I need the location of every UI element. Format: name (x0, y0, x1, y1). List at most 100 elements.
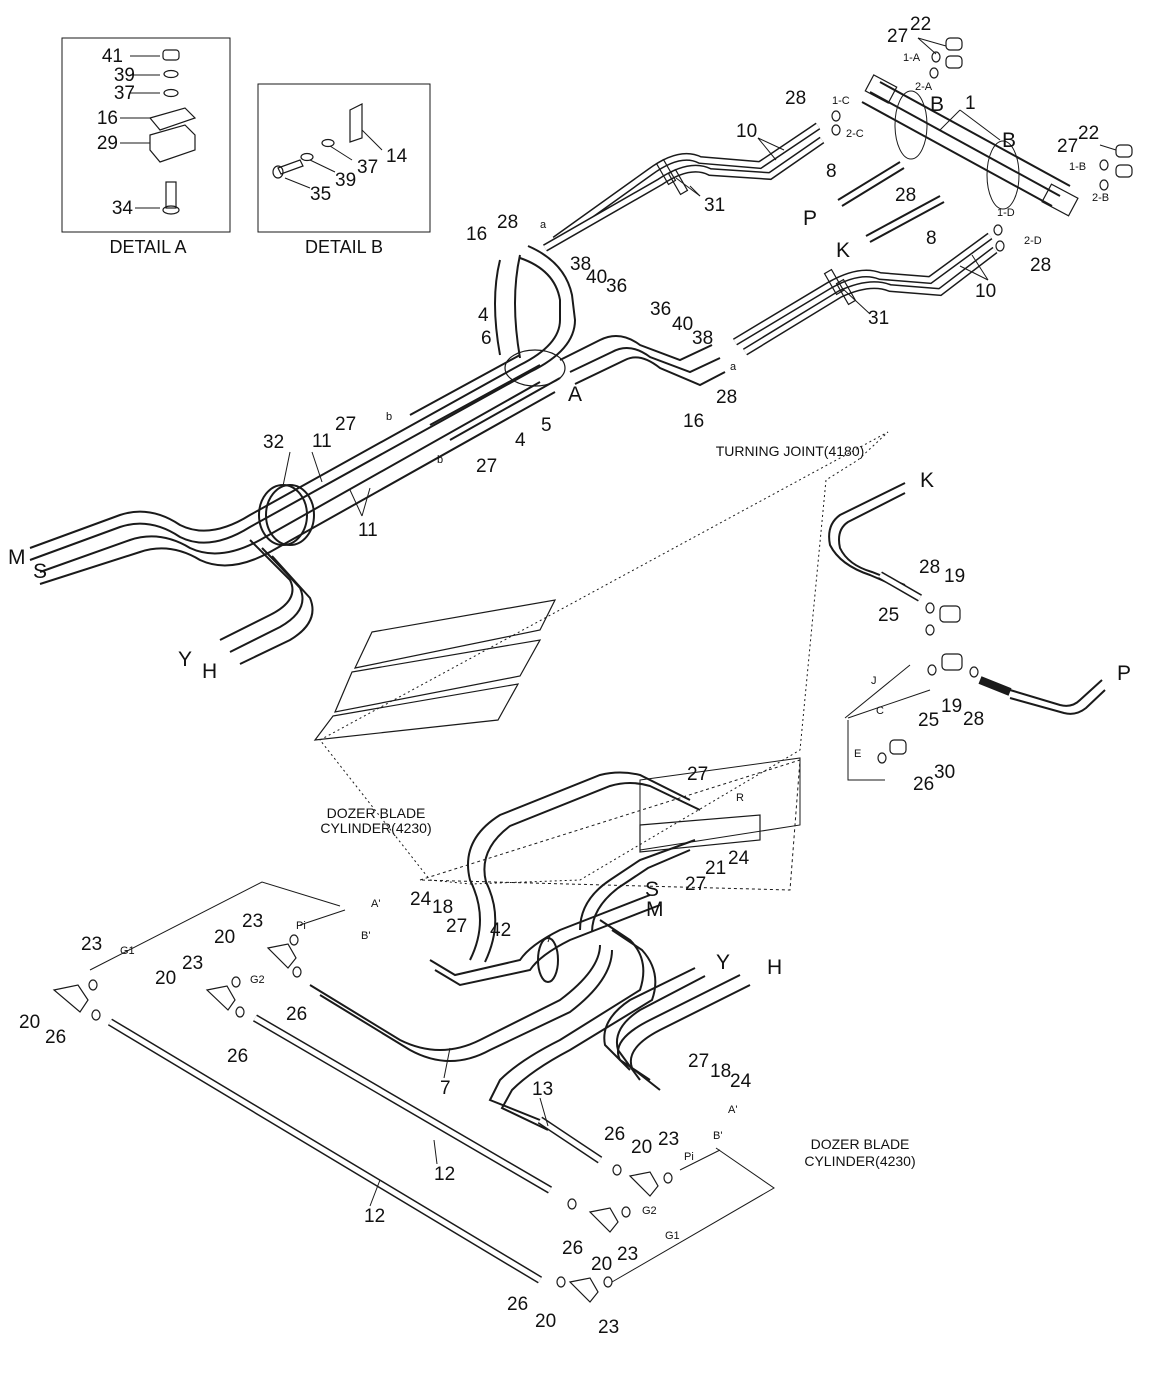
port-label: 2-D (1024, 235, 1042, 247)
detail-b-title: DETAIL B (305, 237, 383, 257)
detail-a-title: DETAIL A (109, 237, 186, 257)
part-number: 13 (532, 1079, 553, 1100)
detail-b-part-3: 35 (310, 184, 331, 205)
letter-label: H (202, 660, 217, 683)
part-number: 30 (934, 762, 955, 783)
letter-label: S (33, 560, 47, 583)
port-label: C (876, 705, 884, 717)
part-number: 26 (227, 1046, 248, 1067)
part-number: 25 (878, 605, 899, 626)
detail-a-box (61, 37, 231, 233)
letter-label: A (568, 383, 582, 406)
detail-b-part-1: 37 (357, 157, 378, 178)
part-number: 38 (570, 254, 591, 275)
part-number: 31 (704, 195, 725, 216)
part-number: 12 (434, 1164, 455, 1185)
part-number: 27 (688, 1051, 709, 1072)
part-number: 24 (728, 848, 750, 869)
part-number: 22 (910, 14, 931, 35)
letter-label: H (767, 956, 782, 979)
dozer-blade-caption-1b: CYLINDER(4230) (320, 820, 431, 836)
part-number: 40 (672, 314, 693, 335)
part-number: 20 (535, 1311, 556, 1332)
part-number: 27 (887, 26, 908, 47)
letter-label: Y (178, 648, 192, 671)
port-label: b (437, 454, 443, 466)
part-number: 19 (944, 566, 965, 587)
part-number: 10 (736, 121, 757, 142)
part-number: 23 (242, 911, 263, 932)
part-number: 4 (515, 430, 526, 451)
part-number: 18 (432, 897, 453, 918)
port-label: 1-C (832, 95, 850, 107)
port-label: J (871, 675, 877, 687)
part-number: 23 (81, 934, 102, 955)
part-number: 26 (913, 774, 934, 795)
detail-a-part-3: 16 (97, 108, 118, 129)
part-number: 26 (286, 1004, 307, 1025)
part-number: 22 (1078, 123, 1099, 144)
part-number: 5 (541, 415, 552, 436)
letter-label: B (1002, 129, 1016, 152)
port-label: A' (371, 898, 380, 910)
port-label: G1 (665, 1230, 680, 1242)
part-number: 8 (926, 228, 937, 249)
part-number: 10 (975, 281, 996, 302)
leader-lines (282, 109, 1001, 1207)
part-number: 16 (466, 224, 487, 245)
letter-label: M (8, 546, 26, 569)
part-number: 28 (895, 185, 916, 206)
part-number: 27 (1057, 136, 1078, 157)
part-number: 26 (604, 1124, 625, 1145)
port-label: G1 (120, 945, 135, 957)
part-number: 27 (446, 916, 467, 937)
lower-dozer-piping (52, 771, 775, 1303)
part-number: 1 (965, 93, 976, 114)
manifold-1 (831, 37, 1133, 252)
part-number: 11 (358, 520, 378, 541)
letter-label: P (803, 207, 817, 230)
port-label: b (386, 411, 392, 423)
detail-a-part-0: 41 (102, 46, 123, 67)
detail-a-part-5: 34 (112, 198, 134, 219)
pipe-8 (837, 161, 945, 243)
turning-joint-outlets (828, 482, 1106, 781)
part-number: 36 (606, 276, 627, 297)
part-number: 28 (785, 88, 806, 109)
port-label: A' (728, 1104, 737, 1116)
part-number: 28 (716, 387, 737, 408)
letter-label: M (646, 898, 664, 921)
part-number: 36 (650, 299, 671, 320)
part-number: 23 (598, 1317, 619, 1338)
detail-a-part-2: 37 (114, 83, 135, 104)
letter-label: B (930, 93, 944, 116)
detail-a-part-4: 29 (97, 133, 118, 154)
part-number: 26 (45, 1027, 66, 1048)
part-number: 21 (705, 858, 726, 879)
letter-label: S (645, 878, 659, 901)
part-number: 24 (730, 1071, 752, 1092)
part-number: 7 (440, 1078, 451, 1099)
part-number: 42 (490, 920, 511, 941)
part-number: 28 (963, 709, 984, 730)
part-number: 6 (481, 328, 492, 349)
port-label: 2-B (1092, 192, 1109, 204)
port-label: R (736, 792, 744, 804)
port-label: a (540, 219, 547, 231)
part-number: 26 (562, 1238, 583, 1259)
part-number: 27 (687, 764, 708, 785)
letter-label: Y (716, 951, 730, 974)
part-number: 27 (476, 456, 497, 477)
part-number: 16 (683, 411, 704, 432)
hose-10-top (543, 122, 825, 252)
part-number: 38 (692, 328, 713, 349)
part-number: 4 (478, 305, 489, 326)
port-label: 1-A (903, 52, 921, 64)
port-label: a (730, 361, 737, 373)
part-number: 28 (1030, 255, 1051, 276)
part-number: 20 (591, 1254, 612, 1275)
part-number: 27 (335, 414, 356, 435)
port-label: E (854, 748, 861, 760)
letter-label: P (1117, 662, 1131, 685)
